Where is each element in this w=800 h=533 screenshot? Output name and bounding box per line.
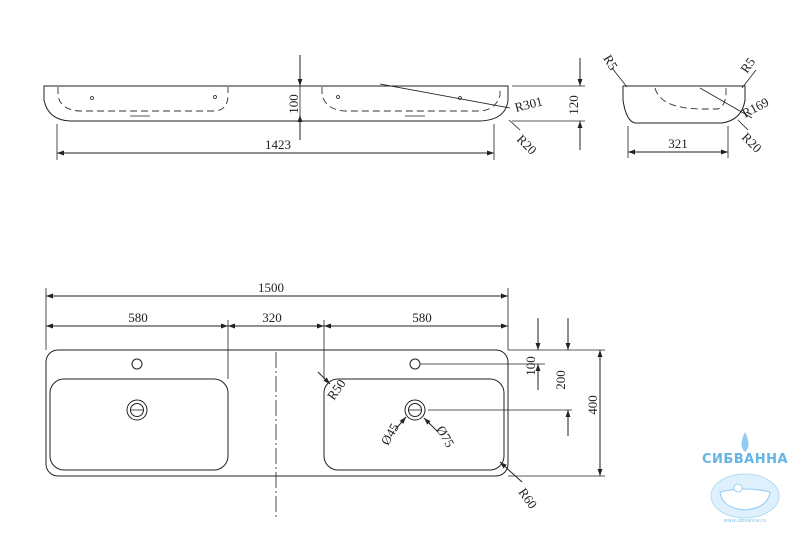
tap-hole-right <box>409 358 421 370</box>
end-width-label: 321 <box>668 136 688 151</box>
drain-left-outer <box>126 399 148 421</box>
left-bowl-hidden-line <box>57 87 229 112</box>
drain-left-inner <box>130 403 144 417</box>
plan-radius-outer: R60 <box>516 485 541 511</box>
drain-right-inner <box>408 403 422 417</box>
end-radius-curve: R169 <box>739 94 771 120</box>
right-basin <box>323 378 505 471</box>
left-basin <box>49 378 229 471</box>
plan-radius-inner: R50 <box>324 376 349 402</box>
right-bowl-hidden-line <box>321 87 501 112</box>
r5-leader-left <box>611 67 628 88</box>
plan-center-gap: 320 <box>262 310 282 325</box>
plan-tap-offset: 100 <box>523 356 538 376</box>
side-height-label: 120 <box>566 95 581 115</box>
d45-leader <box>394 416 407 431</box>
end-view: R5 R5 R169 R20 321 <box>600 52 771 158</box>
r20-leader-side <box>508 119 521 131</box>
bathtub-icon <box>719 488 771 511</box>
drain-right-outer <box>404 399 426 421</box>
plan-overflow-diameter: Ø75 <box>433 423 457 450</box>
plan-overall-length: 1500 <box>258 280 284 295</box>
r169-leader <box>699 87 753 119</box>
side-view-outline <box>43 85 509 122</box>
brand-watermark: СИБВАННА www.sibvanna.ru <box>702 432 788 524</box>
side-hole-left <box>90 96 94 100</box>
side-hole-right-2 <box>458 96 462 100</box>
side-hole-right <box>336 95 340 99</box>
d75-leader <box>423 417 439 433</box>
r50-leader <box>317 371 331 385</box>
end-radius-top-left: R5 <box>600 52 621 73</box>
plan-drain-diameter: Ø45 <box>378 421 402 448</box>
plan-left-basin-width: 580 <box>128 310 148 325</box>
r301-leader <box>379 83 511 109</box>
side-radius-edge: R20 <box>514 132 540 158</box>
plan-overall-depth: 400 <box>585 395 600 415</box>
tap-hole-left <box>131 358 143 370</box>
plan-outline <box>45 349 509 477</box>
side-hole-left-2 <box>213 95 217 99</box>
end-radius-top-right: R5 <box>737 55 758 76</box>
drop-icon <box>741 432 749 452</box>
r20-leader-end <box>737 119 749 131</box>
r5-leader-right <box>741 69 757 89</box>
brand-name: СИБВАННА <box>702 452 788 467</box>
brand-url: www.sibvanna.ru <box>724 518 767 524</box>
plan-right-basin-width: 580 <box>412 310 432 325</box>
end-bowl-hidden-line <box>654 87 727 110</box>
side-view: 100 120 R301 R20 1423 <box>43 55 585 160</box>
bath-character-icon <box>733 483 743 493</box>
side-radius-large: R301 <box>513 94 544 115</box>
plan-drain-offset: 200 <box>553 370 568 390</box>
end-view-outline <box>622 85 746 124</box>
r60-leader <box>499 461 523 483</box>
end-radius-edge: R20 <box>739 130 765 156</box>
side-depth-label: 100 <box>286 94 301 114</box>
plan-view: 1500 580 320 580 100 200 400 R50 R60 Ø45… <box>45 280 605 520</box>
side-length-label: 1423 <box>265 137 291 152</box>
